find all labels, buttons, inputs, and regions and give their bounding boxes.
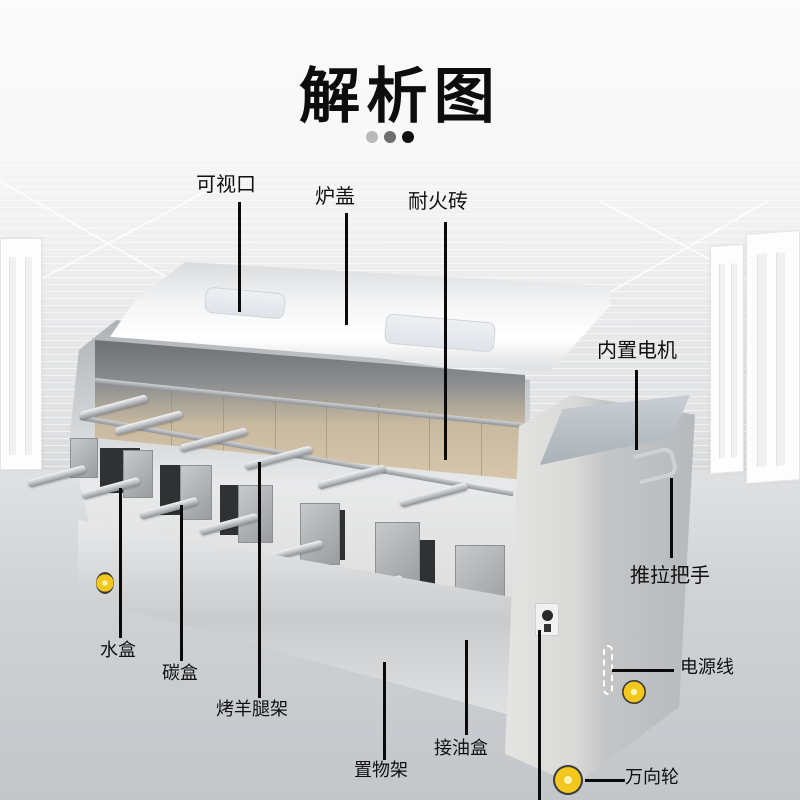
dot-light xyxy=(366,131,378,143)
leader-line-control-panel xyxy=(538,630,541,800)
leader-line-storage-shelf xyxy=(383,662,386,760)
water-box-plate xyxy=(123,450,153,498)
label-built-in-motor: 内置电机 xyxy=(597,338,677,362)
label-push-pull-handle: 推拉把手 xyxy=(630,563,710,587)
label-lamb-leg-rack: 烤羊腿架 xyxy=(216,699,288,720)
label-firebrick: 耐火砖 xyxy=(408,189,468,213)
control-knob-icon xyxy=(542,610,553,621)
label-viewing-window: 可视口 xyxy=(196,172,256,196)
page-title: 解析图 xyxy=(299,62,501,132)
label-charcoal-box: 碳盒 xyxy=(162,663,198,684)
leader-line-handle xyxy=(670,478,673,558)
dot-medium xyxy=(384,131,396,143)
leader-line-power-cord xyxy=(612,669,674,672)
leader-line-furnace-lid xyxy=(345,213,348,325)
water-box-plate xyxy=(180,465,212,520)
pagination-dots xyxy=(366,131,414,143)
label-power-cord: 电源线 xyxy=(680,657,734,678)
leader-line-lamb-leg-rack xyxy=(258,462,261,698)
leader-line-charcoal-box xyxy=(180,505,183,661)
water-box-plate xyxy=(300,503,340,565)
leader-line-motor xyxy=(635,370,638,450)
caster-wheel-front-left xyxy=(96,572,114,594)
leader-line-water-box xyxy=(119,488,122,638)
background-partition-left xyxy=(0,238,42,470)
label-caster-wheel: 万向轮 xyxy=(625,767,679,788)
leader-line-oil-tray xyxy=(465,640,468,735)
caster-wheel-front-right xyxy=(553,765,583,795)
label-furnace-lid: 炉盖 xyxy=(315,184,355,208)
leader-line-caster xyxy=(585,779,625,782)
dot-dark xyxy=(402,131,414,143)
label-storage-shelf: 置物架 xyxy=(354,760,408,781)
leader-line-firebrick xyxy=(444,222,447,460)
leader-line-viewing-window xyxy=(238,202,241,312)
label-oil-tray: 接油盒 xyxy=(434,738,488,759)
caster-wheel-rear-right xyxy=(622,680,646,704)
power-switch-icon xyxy=(544,624,551,632)
label-water-box: 水盒 xyxy=(100,640,136,661)
